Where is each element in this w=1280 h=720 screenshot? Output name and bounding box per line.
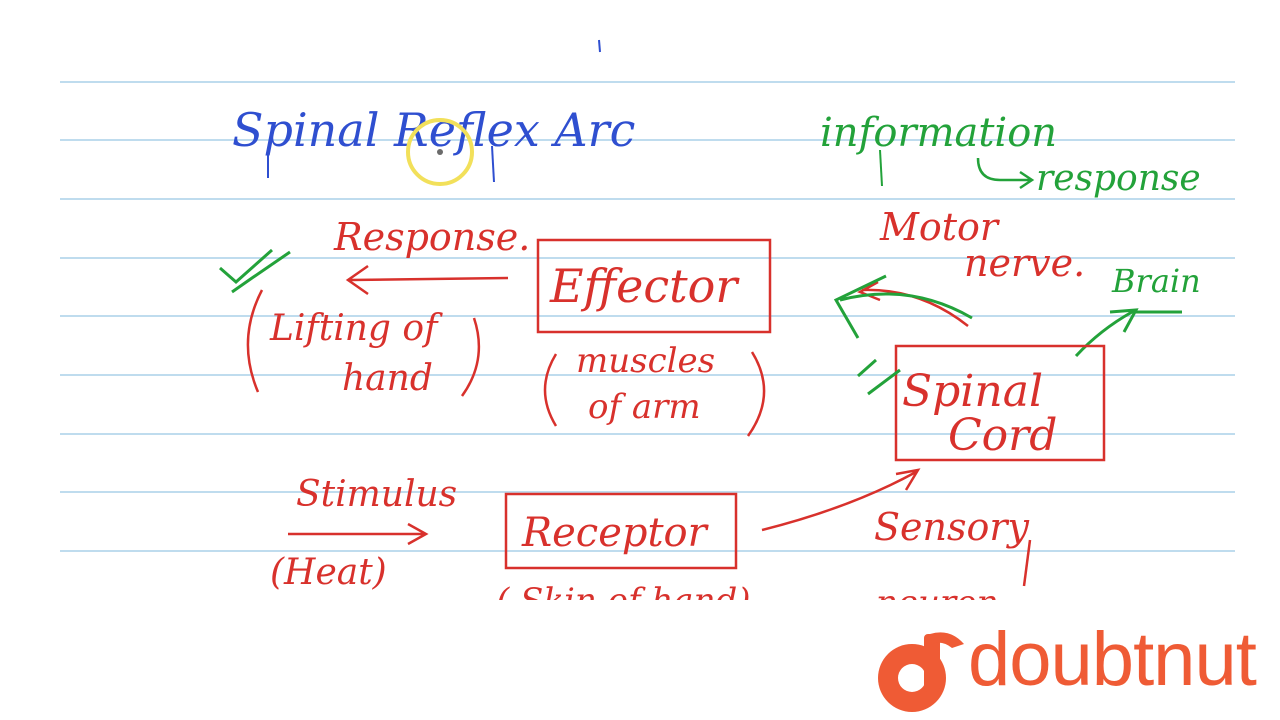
paren-left (246, 289, 264, 393)
motor-arrow-red (857, 280, 969, 327)
pointer-dot (437, 149, 443, 155)
stimulus-label: Stimulus (296, 474, 457, 515)
ruled-lines (60, 81, 1235, 552)
spinal-cord-label-line2: Cord (948, 410, 1057, 461)
spinal-cord-label-line1: Spinal (902, 366, 1043, 417)
effector-paren-left (543, 353, 558, 427)
spinal-check-icon (857, 358, 901, 396)
sensory-tail (1022, 539, 1032, 587)
response-arrow (345, 264, 509, 296)
motor-label-line2: nerve. (964, 241, 1085, 285)
info-stroke (879, 149, 883, 187)
effector-label: Effector (549, 259, 740, 313)
brain-arrow (1074, 308, 1182, 358)
receptor-label: Receptor (521, 510, 710, 556)
note-response: response (1036, 158, 1201, 199)
effector-paren-right (746, 351, 766, 437)
receptor-detail: ( Skin of hand) (496, 581, 751, 621)
motor-label-line1: Motor (879, 205, 1001, 249)
receptor-box (504, 492, 738, 570)
motor-arrow-green (833, 274, 973, 339)
response-detail-line1: Lifting of (269, 308, 443, 349)
title-stroke-2 (491, 145, 495, 183)
diagram-title: Spinal Reflex Arc (232, 103, 635, 157)
effector-detail-line1: muscles (576, 341, 715, 381)
response-detail-line2: hand (342, 358, 433, 399)
stimulus-detail: (Heat) (270, 552, 387, 593)
stray-mark (598, 39, 601, 53)
cut-off-row: ( Skin of hand) neuron (496, 581, 999, 623)
note-information: information (820, 110, 1057, 156)
response-label: Response. (333, 215, 530, 259)
stimulus-arrow (288, 522, 429, 546)
info-to-response-arrow (976, 157, 1035, 190)
check-icon (219, 248, 291, 294)
effector-detail-line2: of arm (588, 387, 701, 427)
brand-name: doubtnut (968, 617, 1257, 702)
receptor-to-spinal-arrow (761, 468, 921, 532)
sensory-label-line1: Sensory (874, 505, 1030, 549)
sensory-label-line2: neuron (876, 583, 999, 623)
doubtnut-logo-icon (878, 632, 964, 712)
effector-box (536, 238, 772, 334)
brain-label: Brain (1111, 262, 1201, 300)
bottom-fade (60, 600, 1240, 606)
spinal-cord-box (894, 344, 1106, 462)
paren-right (460, 317, 481, 397)
pointer-highlight (406, 118, 474, 186)
